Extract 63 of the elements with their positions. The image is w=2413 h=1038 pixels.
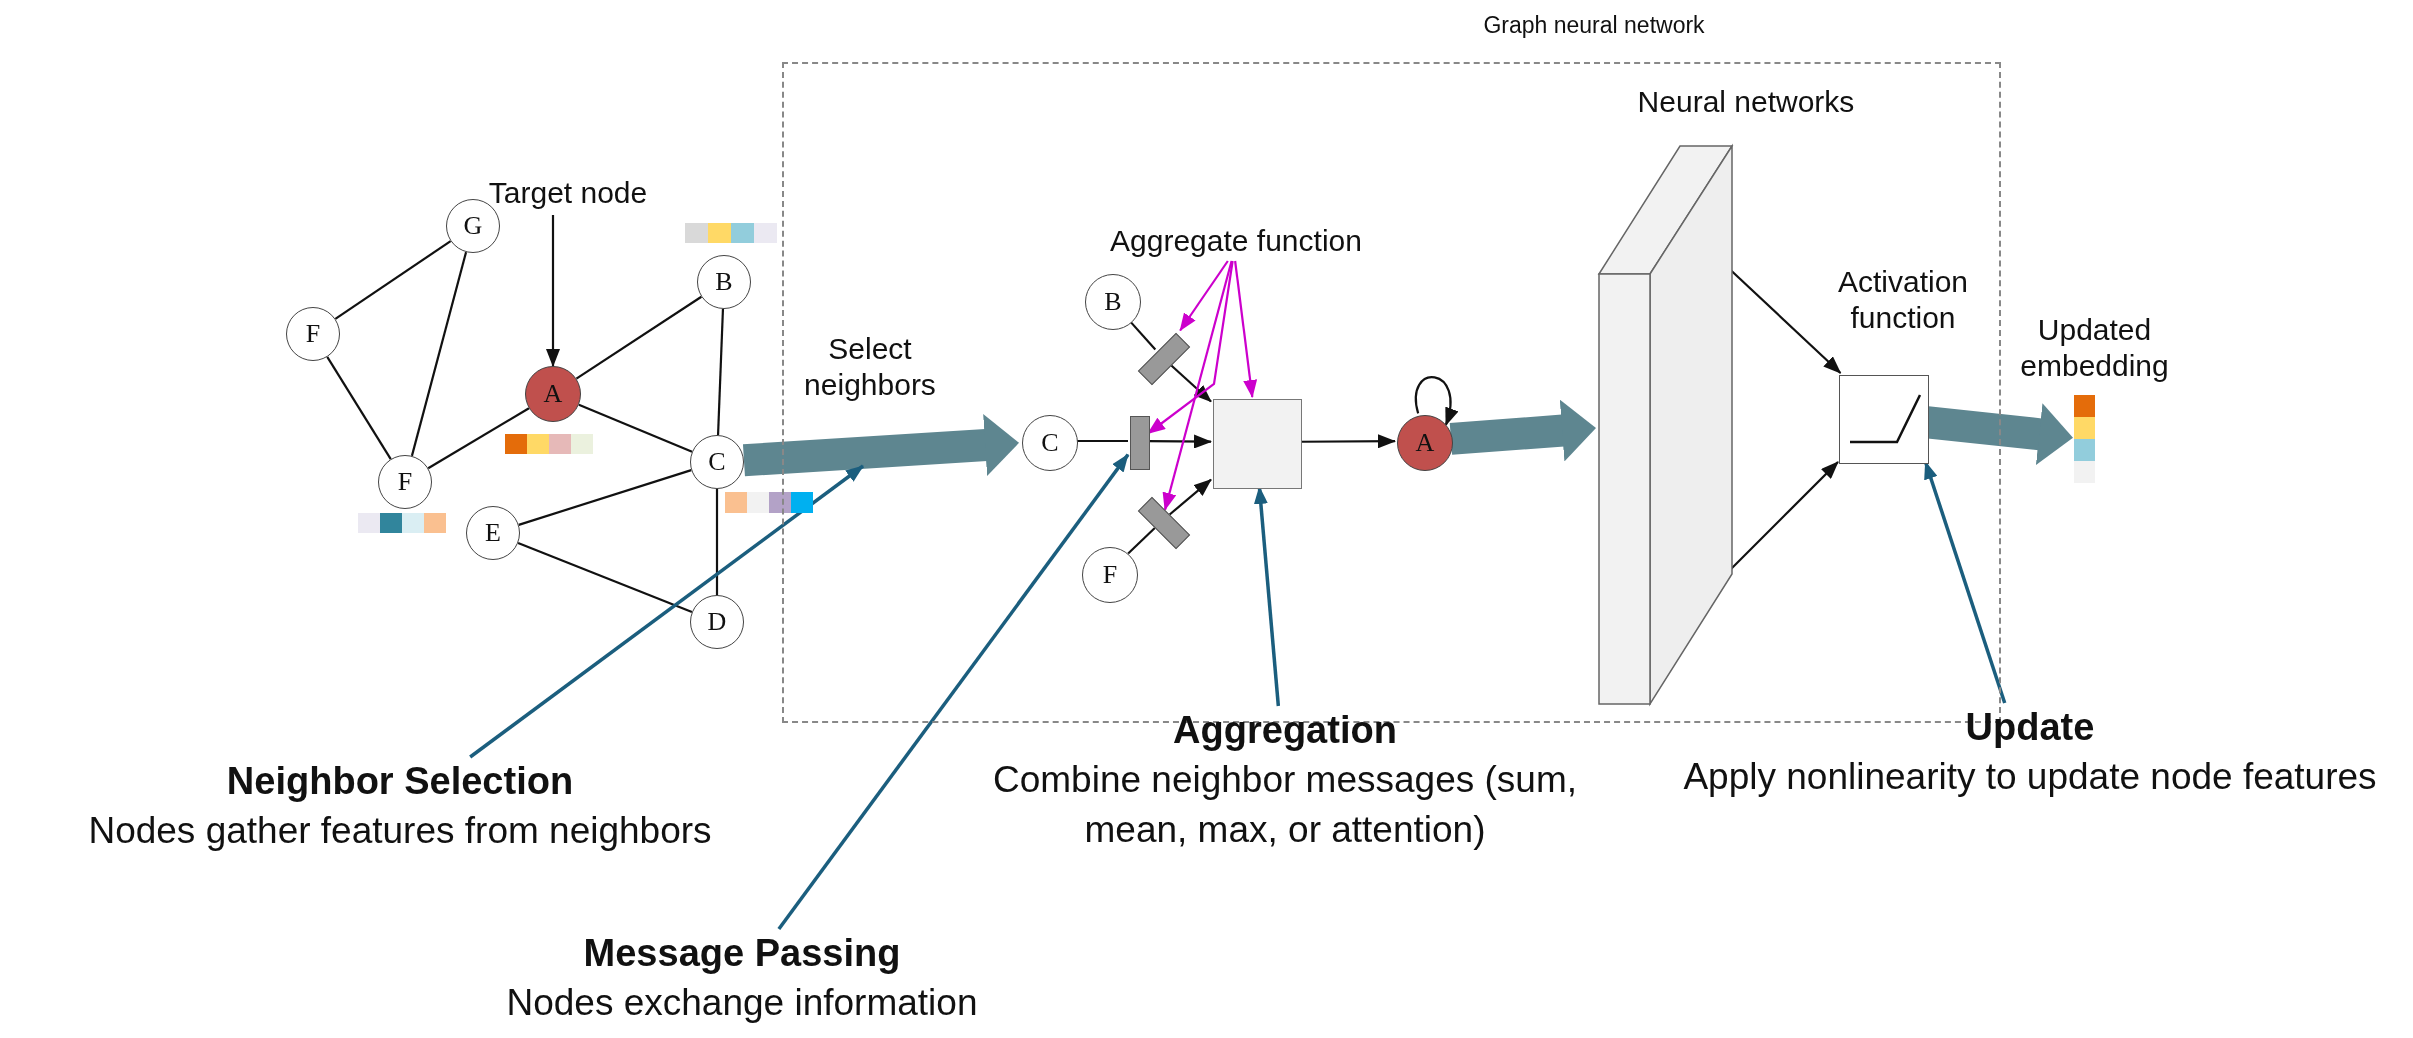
section-heading: Aggregation <box>1173 708 1397 753</box>
graph-node-circle <box>525 366 581 422</box>
node-letter: F <box>397 469 413 495</box>
section-description: Nodes gather features from neighbors <box>88 809 712 854</box>
graph-node-circle <box>1085 274 1141 330</box>
section-description: Apply nonlinearity to update node features <box>1683 755 2377 800</box>
connector-line <box>1127 527 1156 555</box>
connector-line <box>1076 439 1128 443</box>
graph-node-circle <box>697 255 751 309</box>
arrow <box>1234 260 1258 398</box>
section-heading: Neighbor Selection <box>226 759 574 804</box>
graph-node-circle <box>1082 547 1138 603</box>
graph-node-circle <box>1397 415 1453 471</box>
connector-line <box>517 541 693 614</box>
graph-node-circle <box>1022 415 1078 471</box>
arrow <box>1179 260 1229 332</box>
connector-line <box>518 469 692 526</box>
graph-node-circle <box>690 595 744 649</box>
node-letter: B <box>1104 289 1122 315</box>
leader-line <box>469 464 865 759</box>
graph-node-circle <box>466 506 520 560</box>
node-letter: G <box>463 213 483 239</box>
section-heading: Update <box>1965 705 2095 750</box>
connector-line <box>410 251 468 457</box>
node-letter: A <box>1415 430 1435 456</box>
node-letter: F <box>1102 562 1118 588</box>
block-arrow <box>742 414 1020 477</box>
caption-label: Neural networks <box>1636 84 1856 120</box>
block-arrow <box>1449 399 1596 462</box>
connector-line <box>326 356 392 460</box>
connector-line <box>715 489 719 595</box>
connector-line <box>578 403 693 453</box>
graph-node-circle <box>286 307 340 361</box>
node-letter: D <box>707 609 727 635</box>
node-letter: A <box>543 381 563 407</box>
annotation-label: Aggregate function <box>1110 223 1362 259</box>
connector-line <box>575 295 702 380</box>
caption-label: Updated embedding <box>2019 312 2170 384</box>
arrow <box>1148 434 1212 449</box>
node-letter: B <box>715 269 733 295</box>
graph-node-circle <box>690 435 744 489</box>
weight-bar <box>1130 416 1150 470</box>
leader-line <box>777 453 1130 931</box>
connector-line <box>716 308 725 436</box>
annotation-label: Target node <box>488 175 648 211</box>
connector-line <box>334 240 452 320</box>
caption-label: Graph neural network <box>1482 12 1706 40</box>
section-description: Combine neighbor messages (sum, mean, max, or attention) <box>991 758 1579 853</box>
arrow <box>1414 376 1458 426</box>
node-letter: C <box>1041 430 1059 456</box>
caption-label: Activation function <box>1836 264 1970 336</box>
node-letter: F <box>305 321 321 347</box>
graph-node-circle <box>378 455 432 509</box>
arrow <box>1300 434 1396 449</box>
arrow <box>1168 478 1212 516</box>
connector-line <box>427 407 530 470</box>
aggregator-box <box>1213 399 1302 489</box>
arrow <box>546 215 560 367</box>
node-letter: C <box>708 449 726 475</box>
section-heading: Message Passing <box>583 931 901 976</box>
section-description: Nodes exchange information <box>506 981 978 1026</box>
arrow <box>1162 260 1233 511</box>
node-letter: E <box>485 520 501 546</box>
